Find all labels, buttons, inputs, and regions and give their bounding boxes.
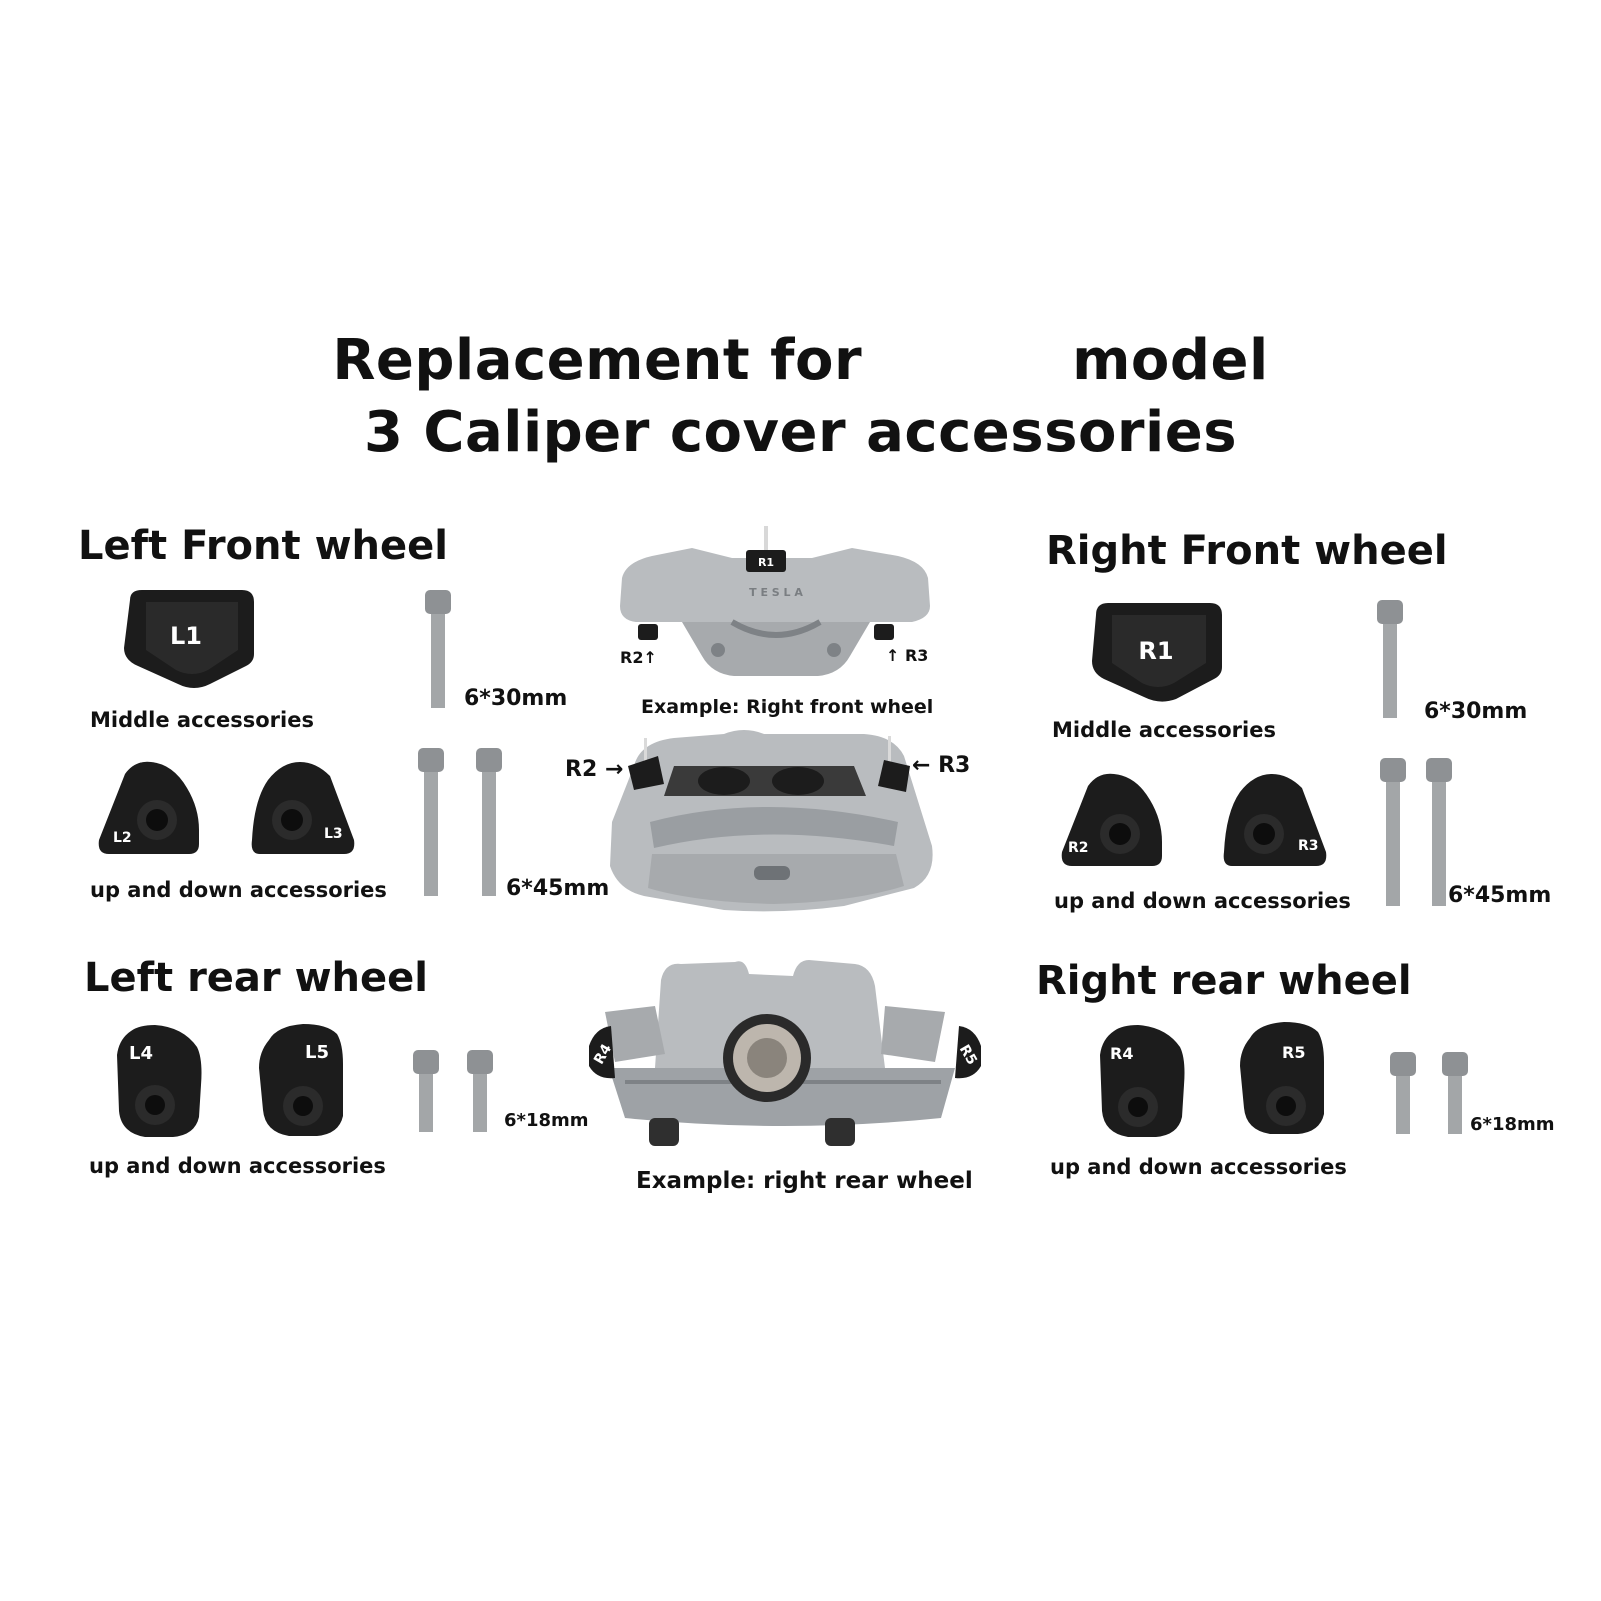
callout-r3-left: ← R3 xyxy=(912,753,971,778)
size-left-30mm: 6*30mm xyxy=(464,686,568,711)
caption-left-middle: Middle accessories xyxy=(90,708,314,732)
size-right-30mm: 6*30mm xyxy=(1424,699,1528,724)
caliper-front-side xyxy=(610,730,933,912)
caliper-rear-example: R4 R5 xyxy=(589,960,981,1146)
caliper-front-example: R1 T E S L A xyxy=(620,526,930,676)
title-line-1: Replacement for model xyxy=(0,325,1601,397)
title-line-1-left: Replacement for xyxy=(332,328,863,393)
label-l1: L1 xyxy=(170,622,202,650)
callout-r3-up: ↑ R3 xyxy=(886,646,929,665)
accessory-r1: R1 xyxy=(1092,603,1222,702)
label-r1: R1 xyxy=(1138,637,1173,665)
accessory-l4: L4 xyxy=(117,1025,202,1137)
label-l4: L4 xyxy=(129,1043,153,1064)
accessory-l2: L2 xyxy=(98,761,199,854)
label-r5: R5 xyxy=(1282,1043,1305,1062)
accessory-r3: R3 xyxy=(1223,774,1327,866)
label-l3: L3 xyxy=(324,826,343,842)
size-left-18mm: 6*18mm xyxy=(504,1110,589,1131)
size-left-45mm: 6*45mm xyxy=(506,876,610,901)
caliper-brand: T E S L A xyxy=(749,586,803,599)
heading-left-rear: Left rear wheel xyxy=(84,955,428,1001)
label-r2: R2 xyxy=(1068,840,1089,856)
label-l2: L2 xyxy=(113,830,132,846)
accessory-l1: L1 xyxy=(124,590,254,688)
bolt-6x18-left-b xyxy=(467,1050,493,1132)
bolt-6x45-right-b xyxy=(1426,758,1452,906)
caption-right-rear-updown: up and down accessories xyxy=(1050,1155,1347,1179)
accessory-r5: R5 xyxy=(1240,1022,1324,1134)
size-right-45mm: 6*45mm xyxy=(1448,883,1552,908)
bolt-6x18-right-b xyxy=(1442,1052,1468,1134)
bolt-6x18-left-a xyxy=(413,1050,439,1132)
label-r4: R4 xyxy=(1110,1044,1133,1063)
caption-left-updown: up and down accessories xyxy=(90,878,387,902)
accessory-r2: R2 xyxy=(1061,773,1162,866)
size-right-18mm: 6*18mm xyxy=(1470,1114,1555,1135)
bolt-6x30-right xyxy=(1377,600,1403,718)
caption-right-middle: Middle accessories xyxy=(1052,718,1276,742)
bolt-6x45-right-a xyxy=(1380,758,1406,906)
bolt-6x30-left xyxy=(425,590,451,708)
bolt-6x45-left-b xyxy=(476,748,502,896)
caption-right-updown: up and down accessories xyxy=(1054,889,1351,913)
heading-right-front: Right Front wheel xyxy=(1046,528,1448,574)
caption-left-rear-updown: up and down accessories xyxy=(89,1154,386,1178)
title-line-1-right: model xyxy=(1072,328,1269,393)
label-l5: L5 xyxy=(305,1042,329,1063)
heading-left-front: Left Front wheel xyxy=(78,523,448,569)
accessory-l3: L3 xyxy=(251,762,355,854)
label-r3: R3 xyxy=(1298,838,1319,854)
callout-r2-right: R2 → xyxy=(565,757,624,782)
bolt-6x45-left-a xyxy=(418,748,444,896)
title-line-2: 3 Caliper cover accessories xyxy=(363,400,1238,465)
callout-r2-up: R2↑ xyxy=(620,648,657,667)
caption-example-front: Example: Right front wheel xyxy=(641,696,934,718)
bolt-6x18-right-a xyxy=(1390,1052,1416,1134)
heading-right-rear: Right rear wheel xyxy=(1036,958,1412,1004)
accessory-r4: R4 xyxy=(1100,1025,1185,1137)
accessory-l5: L5 xyxy=(259,1024,343,1136)
callout-r1: R1 xyxy=(758,556,774,569)
caption-example-rear: Example: right rear wheel xyxy=(636,1168,973,1194)
